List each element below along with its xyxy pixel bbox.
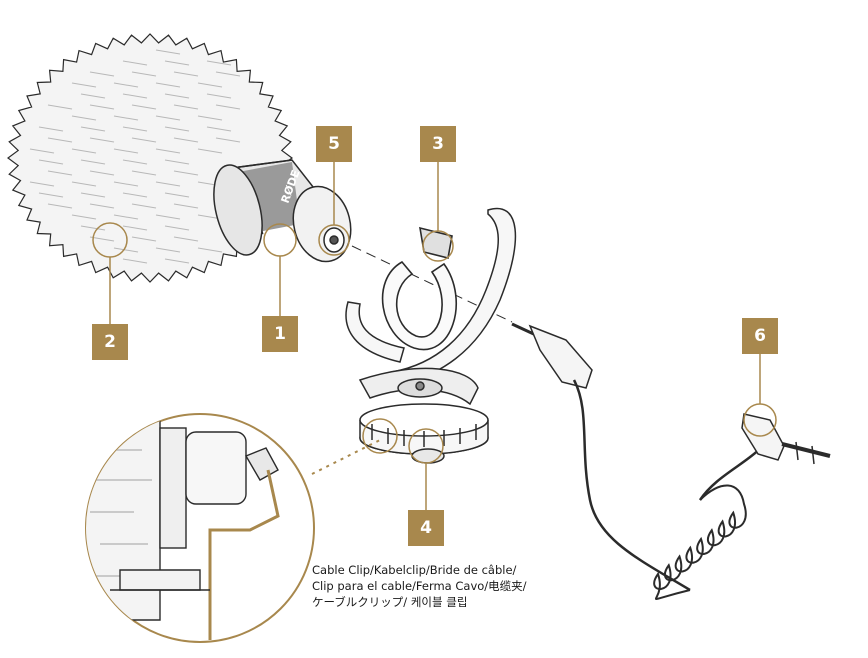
cable-clip	[381, 226, 458, 351]
fur-strand	[29, 181, 55, 187]
fur-strand	[173, 170, 199, 176]
fur-strand	[197, 115, 223, 121]
fur-strand	[89, 236, 115, 242]
fur-strand	[38, 159, 64, 165]
caption-line-2: Clip para el cable/Ferma Cavo/电缆夹/	[312, 579, 527, 593]
fur-strand	[71, 181, 97, 187]
fur-strand	[89, 137, 115, 143]
fur-strand	[113, 82, 139, 88]
fur-strand	[164, 126, 190, 132]
fur-strand	[89, 71, 115, 77]
fur-strand	[173, 104, 199, 110]
fur-strand	[113, 181, 139, 187]
callout-markers	[92, 154, 777, 510]
fur-strand	[38, 126, 64, 132]
fur-strand	[173, 71, 199, 77]
fur-strand	[206, 60, 232, 66]
fur-strand	[122, 60, 148, 66]
cable-clip-caption: Cable Clip/Kabelclip/Bride de câble/ Cli…	[312, 562, 602, 610]
fur-strand	[155, 49, 181, 55]
callout-2-badge: 2	[92, 324, 128, 360]
fur-strand	[47, 203, 73, 209]
trs-cable	[511, 322, 831, 601]
fur-strand	[155, 115, 181, 121]
fur-strand	[80, 159, 106, 165]
fur-strand	[131, 71, 157, 77]
callout-3-badge: 3	[420, 126, 456, 162]
fur-strand	[164, 60, 190, 66]
fur-strand	[131, 170, 157, 176]
fur-strand	[47, 104, 73, 110]
callout-5-badge: 5	[316, 126, 352, 162]
fur-strand	[113, 148, 139, 154]
fur-strand	[71, 214, 97, 220]
fur-strand	[47, 170, 73, 176]
fur-strand	[155, 214, 181, 220]
fur-strand	[122, 192, 148, 198]
caption-line-3: ケーブルクリップ/ 케이블 클립	[312, 595, 468, 609]
fur-strand	[113, 214, 139, 220]
fur-strand	[122, 159, 148, 165]
fur-strand	[215, 104, 241, 110]
fur-strand	[131, 104, 157, 110]
callout-6-badge: 6	[742, 318, 778, 354]
fur-strand	[89, 104, 115, 110]
fur-strand	[164, 159, 190, 165]
fur-strand	[47, 137, 73, 143]
fur-strand	[71, 82, 97, 88]
caption-line-1: Cable Clip/Kabelclip/Bride de câble/	[312, 563, 517, 577]
fur-strand	[173, 137, 199, 143]
fur-strand	[164, 258, 190, 264]
fur-strand	[122, 258, 148, 264]
fur-strand	[164, 225, 190, 231]
fur-strand	[122, 93, 148, 99]
fur-strand	[215, 137, 241, 143]
microphone-body: RØDE	[213, 159, 352, 263]
fur-strand	[113, 115, 139, 121]
fur-strand	[122, 126, 148, 132]
fur-strand	[164, 93, 190, 99]
fur-strand	[206, 126, 232, 132]
fur-strand	[80, 225, 106, 231]
fur-strand	[71, 148, 97, 154]
fur-strand	[131, 203, 157, 209]
fur-strand	[155, 82, 181, 88]
fur-strand	[71, 115, 97, 121]
fur-strand	[122, 225, 148, 231]
fur-strand	[155, 148, 181, 154]
fur-strand	[113, 247, 139, 253]
fur-strand	[155, 247, 181, 253]
fur-strand	[80, 192, 106, 198]
fur-strand	[197, 148, 223, 154]
fur-strand	[89, 170, 115, 176]
fur-strand	[215, 71, 241, 77]
fur-strand	[89, 203, 115, 209]
shock-mount	[345, 207, 517, 406]
fur-strand	[131, 236, 157, 242]
mount-thumbwheel	[359, 403, 489, 464]
fur-strand	[197, 247, 223, 253]
callout-4-badge: 4	[408, 510, 444, 546]
fur-strand	[155, 181, 181, 187]
fur-strand	[173, 236, 199, 242]
fur-strand	[164, 192, 190, 198]
fur-strand	[29, 148, 55, 154]
callout-1-badge: 1	[262, 316, 298, 352]
fur-strand	[197, 82, 223, 88]
fur-strand	[80, 93, 106, 99]
inset-pointer	[311, 439, 381, 475]
fur-strand	[206, 93, 232, 99]
fur-strand	[38, 192, 64, 198]
fur-strand	[80, 126, 106, 132]
fur-strand	[173, 203, 199, 209]
detail-inset	[85, 413, 315, 643]
fur-strand	[131, 137, 157, 143]
